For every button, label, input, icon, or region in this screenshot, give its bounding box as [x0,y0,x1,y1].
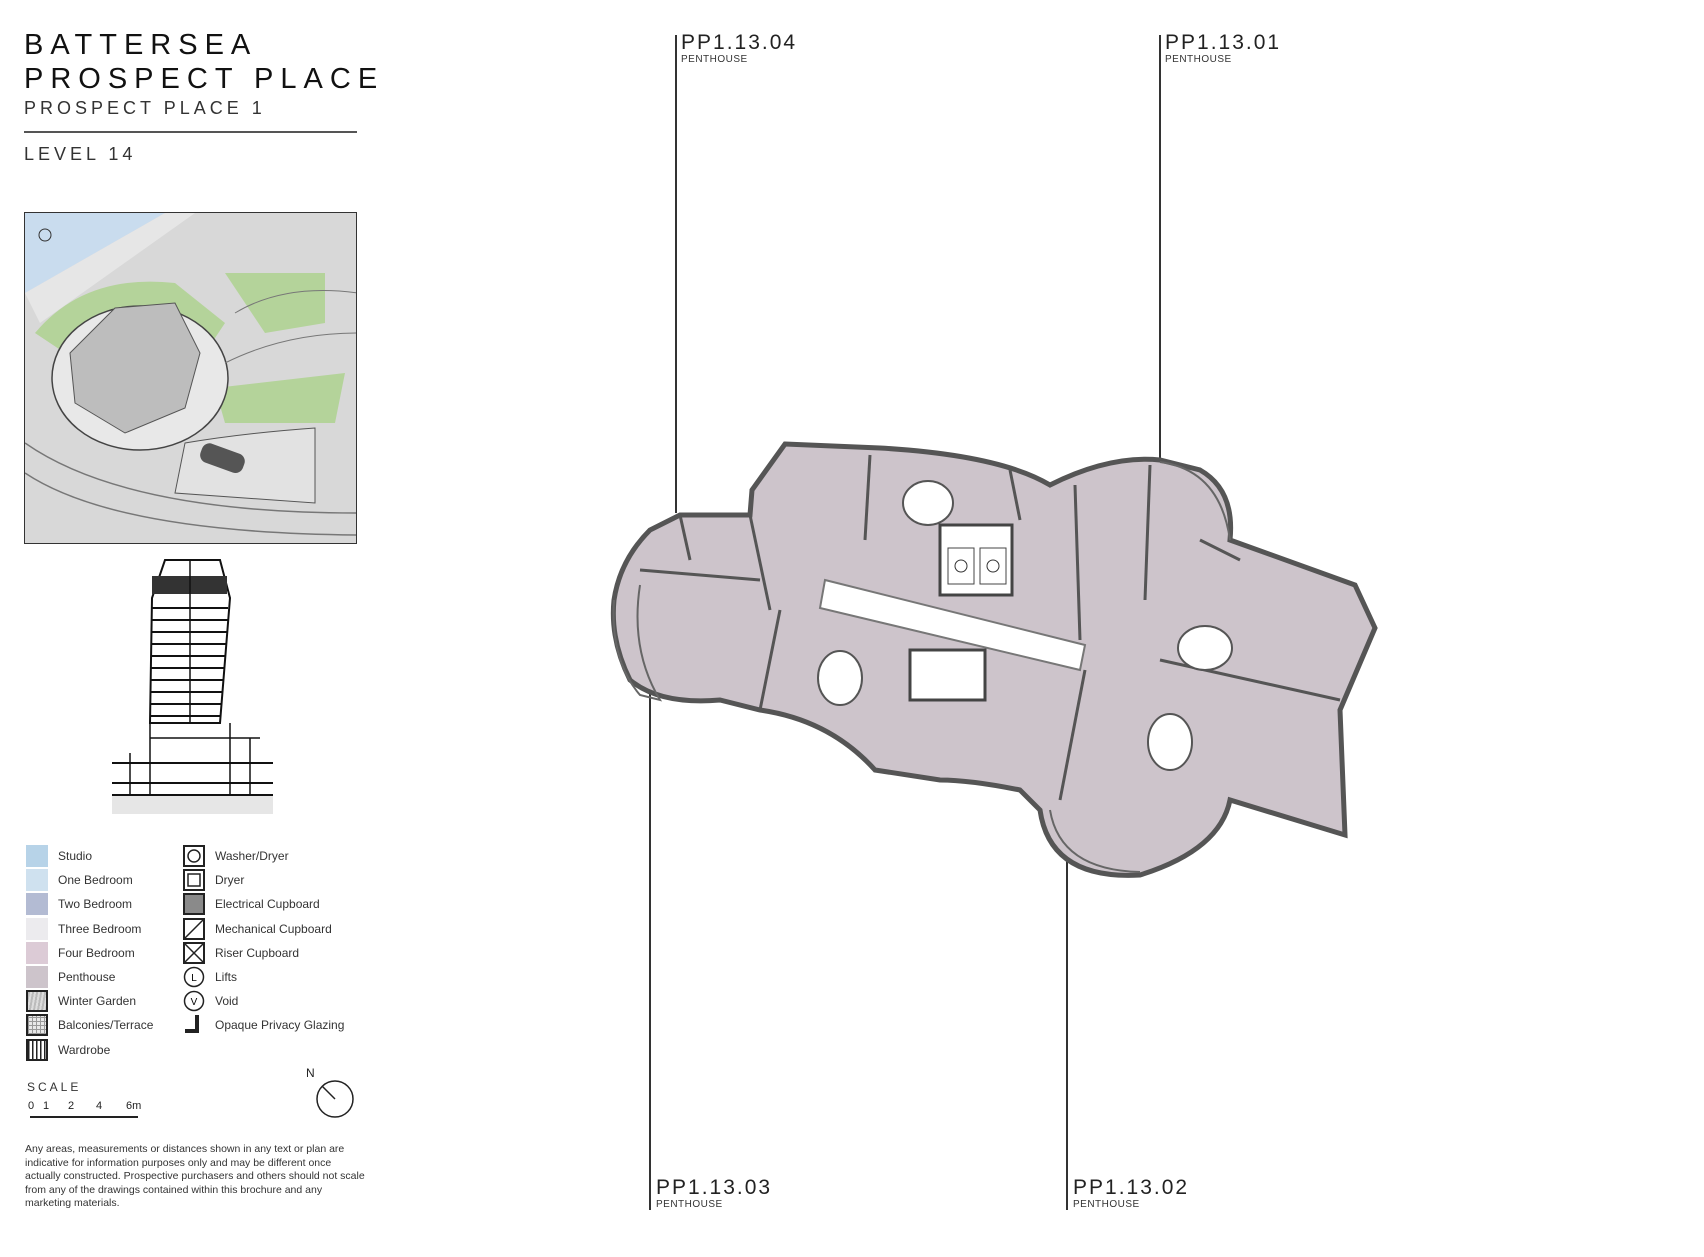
void-icon: V [183,990,205,1012]
legend-item: Dryer [183,869,245,892]
subtitle: PROSPECT PLACE 1 [24,98,266,118]
electrical-cupboard-icon [183,893,205,916]
central-corridor [818,578,1087,672]
compass-north-label: N [306,1066,315,1080]
scale-bar: 0 1 2 4 6m [28,1100,148,1120]
legend-label: One Bedroom [58,873,133,888]
building-elevation [112,559,273,814]
washer-dryer-icon [183,845,205,867]
legend-swatch [26,845,48,867]
spiral-stair [902,480,954,526]
scale-tick-0: 0 [28,1100,35,1112]
unit-code: PP1.13.01 [1165,31,1282,54]
north-arrow-icon [316,1080,354,1118]
legend-item: Balconies/Terrace [26,1014,154,1037]
legend-label: Lifts [215,970,238,984]
legend-label: Opaque Privacy Glazing [215,1018,345,1033]
legend-label: Winter Garden [58,994,137,1009]
site-location-map [24,212,357,544]
legend-label: Balconies/Terrace [58,1018,154,1033]
callout-line-pp1-13-02 [1066,804,1068,1210]
mechanical-cupboard-icon [183,917,205,940]
legend-item: One Bedroom [26,869,133,892]
legend-swatch [26,990,48,1013]
title-line-2: PROSPECT PLACE [24,63,385,95]
legend-item: Penthouse [26,966,115,988]
unit-label-pp1-13-03[interactable]: PP1.13.03 PENTHOUSE [656,1176,773,1211]
legend-label: Riser Cupboard [215,945,300,960]
unit-label-pp1-13-02[interactable]: PP1.13.02 PENTHOUSE [1073,1176,1190,1211]
legend-item: Opaque Privacy Glazing [183,1014,344,1036]
divider [24,131,357,133]
stair-core [908,648,987,702]
legend-item: Studio [26,845,92,867]
legend-swatch [26,917,48,940]
callout-line-pp1-13-03 [649,647,651,1210]
legend-label: Penthouse [58,970,116,984]
unit-code: PP1.13.04 [681,31,798,54]
legend-label: Washer/Dryer [215,849,289,863]
floor-plan-outline [610,441,1378,878]
legend-item: Riser Cupboard [183,941,300,964]
legend-label: Mechanical Cupboard [215,921,332,936]
scale-title: SCALE [27,1080,82,1094]
unit-type: PENTHOUSE [1073,1199,1140,1210]
spiral-stair [817,650,863,706]
unit-type: PENTHOUSE [1165,54,1232,65]
privacy-glazing-icon [185,1015,199,1034]
spiral-stair [1177,625,1233,671]
legend-item: Four Bedroom [26,941,135,964]
legend-item: Winter Garden [26,990,137,1013]
legend-swatch [26,869,48,892]
legend-label: Electrical Cupboard [215,897,320,912]
scale-tick-2: 2 [68,1100,75,1112]
legend-item: Washer/Dryer [183,845,289,867]
legend-swatch [26,1014,48,1037]
unit-type: PENTHOUSE [681,54,748,65]
title-line-1: BATTERSEA [24,29,258,61]
level-label: LEVEL 14 [24,144,137,164]
svg-text:V: V [191,997,198,1008]
legend-item: Three Bedroom [26,917,142,940]
legend-item: L Lifts [183,966,237,988]
legend-label: Dryer [215,873,245,888]
legend-item: Wardrobe [26,1038,111,1061]
legend-swatch [26,893,48,916]
dryer-icon [183,869,205,892]
legend-swatch [26,966,48,988]
unit-label-pp1-13-01[interactable]: PP1.13.01 PENTHOUSE [1165,31,1282,66]
callout-line-pp1-13-04 [675,35,677,513]
unit-code: PP1.13.03 [656,1176,773,1199]
legend-label: Void [215,994,239,1009]
legend-label: Four Bedroom [58,945,135,960]
legend-label: Two Bedroom [58,897,133,912]
legend-item: Two Bedroom [26,893,133,916]
unit-type: PENTHOUSE [656,1199,723,1210]
scale-tick-6m: 6m [126,1100,142,1112]
scale-tick-4: 4 [96,1100,103,1112]
scale-tick-1: 1 [43,1100,50,1112]
legend-item: Mechanical Cupboard [183,917,332,940]
legend-swatch [26,941,48,964]
unit-code: PP1.13.02 [1073,1176,1190,1199]
legend-item: Electrical Cupboard [183,893,320,916]
svg-text:L: L [191,973,197,984]
disclaimer: Any areas, measurements or distances sho… [25,1143,365,1209]
legend-label: Studio [58,849,93,863]
legend-item: V Void [183,990,238,1012]
spiral-stair [1147,713,1193,771]
riser-cupboard-icon [183,941,205,964]
legend-label: Wardrobe [58,1042,111,1057]
building-title: BATTERSEA PROSPECT PLACE [24,28,384,96]
legend-label: Three Bedroom [58,921,142,936]
unit-label-pp1-13-04[interactable]: PP1.13.04 PENTHOUSE [681,31,798,66]
lift-core [938,523,1014,597]
callout-line-pp1-13-01 [1159,35,1161,627]
legend-swatch [26,1038,48,1061]
lift-icon: L [183,966,205,988]
